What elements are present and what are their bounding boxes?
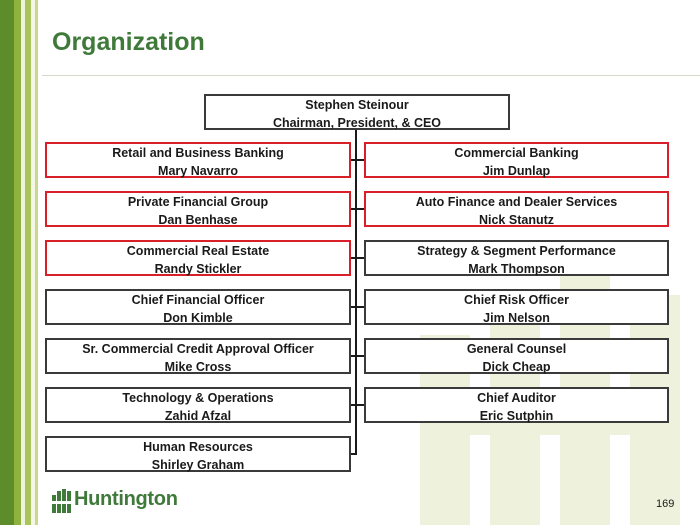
title-divider: [42, 75, 700, 76]
org-box-name: Zahid Afzal: [164, 408, 232, 423]
org-box-right-1: Commercial Banking Jim Dunlap: [364, 142, 669, 178]
org-box-name: Mike Cross: [164, 359, 232, 374]
org-trunk-line: [355, 129, 357, 454]
org-box-right-5: General Counsel Dick Cheap: [364, 338, 669, 374]
org-box-name: Mary Navarro: [158, 163, 238, 178]
org-branch-right: [355, 306, 364, 308]
org-box-role: Chief Risk Officer: [464, 293, 569, 307]
org-box-left-3: Commercial Real Estate Randy Stickler: [45, 240, 351, 276]
org-box-right-3: Strategy & Segment Performance Mark Thom…: [364, 240, 669, 276]
org-root-box: Stephen Steinour Chairman, President, & …: [204, 94, 510, 130]
org-box-name: Dan Benhase: [158, 212, 238, 227]
page-title: Organization: [52, 28, 205, 56]
org-box-left-6: Technology & Operations Zahid Afzal: [45, 387, 351, 423]
org-branch-left: [351, 453, 357, 455]
org-box-left-2: Private Financial Group Dan Benhase: [45, 191, 351, 227]
org-box-right-2: Auto Finance and Dealer Services Nick St…: [364, 191, 669, 227]
decor-stripe-6: [35, 0, 38, 525]
org-box-left-1: Retail and Business Banking Mary Navarro: [45, 142, 351, 178]
org-box-left-7: Human Resources Shirley Graham: [45, 436, 351, 472]
org-branch-right: [355, 159, 364, 161]
decor-stripe-5: [31, 0, 35, 525]
org-box-role: General Counsel: [466, 342, 567, 356]
org-box-left-4: Chief Financial Officer Don Kimble: [45, 289, 351, 325]
org-box-name: Nick Stanutz: [478, 212, 554, 227]
org-branch-left: [351, 306, 357, 308]
org-box-left-5: Sr. Commercial Credit Approval Officer M…: [45, 338, 351, 374]
org-box-right-4: Chief Risk Officer Jim Nelson: [364, 289, 669, 325]
org-root-name: Stephen Steinour: [305, 98, 409, 112]
logo-wordmark: Huntington: [74, 488, 178, 510]
org-branch-left: [351, 257, 357, 259]
org-box-role: Retail and Business Banking: [112, 146, 284, 160]
org-box-right-6: Chief Auditor Eric Sutphin: [364, 387, 669, 423]
org-box-role: Commercial Banking: [454, 146, 579, 160]
org-box-name: Dick Cheap: [482, 359, 551, 374]
org-box-role: Chief Financial Officer: [131, 293, 265, 307]
decor-stripe-3: [21, 0, 25, 525]
org-branch-left: [351, 404, 357, 406]
huntington-logo-icon: [52, 489, 71, 513]
org-branch-left: [351, 159, 357, 161]
org-box-name: Jim Dunlap: [482, 163, 551, 178]
org-branch-right: [355, 355, 364, 357]
org-box-role: Commercial Real Estate: [126, 244, 270, 258]
org-box-name: Eric Sutphin: [479, 408, 554, 423]
org-box-role: Technology & Operations: [122, 391, 274, 405]
org-box-name: Shirley Graham: [151, 457, 245, 472]
org-box-name: Randy Stickler: [154, 261, 242, 276]
org-branch-left: [351, 208, 357, 210]
page-number: 169: [656, 498, 675, 510]
org-box-name: Mark Thompson: [468, 261, 565, 276]
org-box-role: Human Resources: [143, 440, 253, 454]
org-root-role: Chairman, President, & CEO: [272, 115, 442, 130]
org-branch-left: [351, 355, 357, 357]
org-branch-right: [355, 404, 364, 406]
decor-stripe-1: [0, 0, 14, 525]
org-box-name: Jim Nelson: [483, 310, 550, 325]
org-branch-right: [355, 208, 364, 210]
org-box-role: Strategy & Segment Performance: [417, 244, 616, 258]
org-box-role: Chief Auditor: [477, 391, 556, 405]
org-box-role: Private Financial Group: [127, 195, 269, 209]
decor-stripe-2: [14, 0, 21, 525]
decor-stripe-4: [25, 0, 31, 525]
org-box-role: Auto Finance and Dealer Services: [415, 195, 618, 209]
org-box-role: Sr. Commercial Credit Approval Officer: [82, 342, 314, 356]
org-branch-right: [355, 257, 364, 259]
org-box-name: Don Kimble: [163, 310, 233, 325]
